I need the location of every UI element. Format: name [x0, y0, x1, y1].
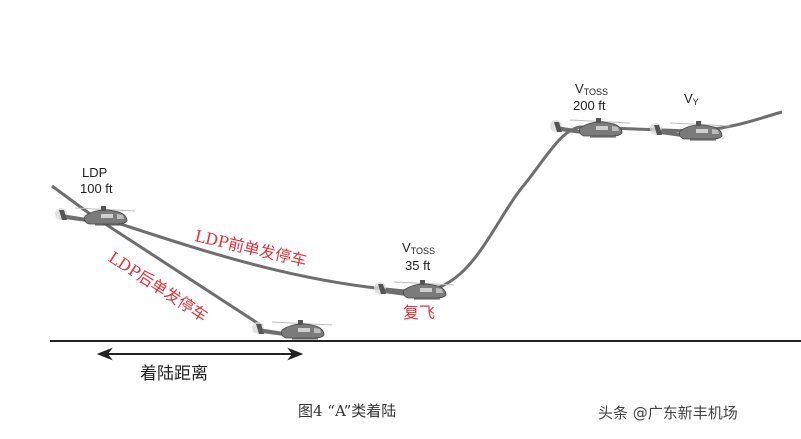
go-around-label: 复飞: [403, 303, 436, 322]
figure-caption: 图4 “A”类着陆: [298, 402, 397, 420]
helicopter-icon-ldp: [54, 205, 136, 226]
engine-failure-before-ldp-path: [89, 110, 783, 294]
vy-label: VY: [684, 91, 699, 107]
helicopter-icon-vtoss-35ft: [373, 279, 455, 300]
landing-distance-label: 着陆距离: [140, 364, 208, 384]
watermark: 头条 @广东新丰机场: [598, 404, 738, 422]
approach-path: [51, 184, 91, 216]
helicopter-icon-landed: [251, 319, 333, 340]
ldp-height: 100 ft: [80, 181, 113, 196]
vtoss-low-label: VTOSS: [402, 240, 436, 256]
vtoss-low-height: 35 ft: [405, 258, 431, 273]
vtoss-high-label: VTOSS: [575, 81, 609, 97]
vtoss-high-height: 200 ft: [573, 98, 606, 113]
engine-failure-after-ldp-path: [89, 212, 263, 328]
helicopter-icon-vtoss-200ft: [549, 117, 631, 138]
ldp-label: LDP: [82, 166, 107, 179]
helicopter-icon-vy: [649, 120, 731, 141]
ldp-name: LDP: [82, 165, 108, 180]
